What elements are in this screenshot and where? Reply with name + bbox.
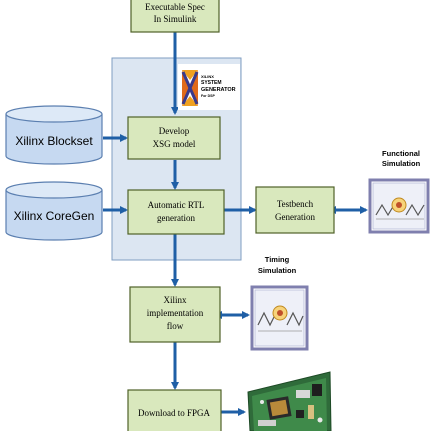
testbench-line-1: Testbench bbox=[277, 199, 314, 209]
spec-line-1: Executable Spec bbox=[145, 2, 205, 12]
rtl-line-1: Automatic RTL bbox=[148, 200, 205, 210]
develop-box: Develop XSG model bbox=[127, 116, 221, 160]
testbench-line-2: Generation bbox=[275, 212, 315, 222]
impl-line-1: Xilinx bbox=[163, 295, 187, 305]
impl-line-2: implementation bbox=[147, 308, 204, 318]
testbench-box: Testbench Generation bbox=[255, 186, 335, 234]
develop-line-1: Develop bbox=[159, 126, 190, 136]
blockset-label: Xilinx Blockset bbox=[15, 134, 93, 148]
implementation-box: Xilinx implementation flow bbox=[129, 286, 221, 343]
timing-caption-line-1: Timing bbox=[265, 255, 290, 264]
logo-line-3: GENERATOR bbox=[201, 87, 236, 93]
functional-caption-line-1: Functional bbox=[382, 149, 420, 158]
logo-line-1: XILINX bbox=[201, 74, 214, 79]
timing-simulation-icon bbox=[250, 285, 309, 351]
xilinx-blockset-cylinder: Xilinx Blockset bbox=[5, 105, 103, 165]
fpga-board-image bbox=[247, 371, 332, 431]
download-label: Download to FPGA bbox=[138, 408, 211, 418]
impl-line-3: flow bbox=[167, 321, 184, 331]
logo-line-2: SYSTEM bbox=[201, 80, 222, 86]
logo-line-4: For DSP bbox=[201, 94, 215, 98]
timing-caption-line-2: Simulation bbox=[258, 266, 297, 275]
functional-caption-line-2: Simulation bbox=[382, 159, 421, 168]
spec-box: Executable Spec In Simulink bbox=[130, 0, 220, 33]
xilinx-coregen-cylinder: Xilinx CoreGen bbox=[5, 181, 103, 241]
functional-simulation-icon bbox=[368, 178, 430, 234]
coregen-label: Xilinx CoreGen bbox=[14, 209, 95, 223]
rtl-box: Automatic RTL generation bbox=[127, 189, 225, 235]
system-generator-logo: XILINX SYSTEM GENERATOR For DSP bbox=[178, 64, 240, 110]
develop-line-2: XSG model bbox=[153, 139, 196, 149]
rtl-line-2: generation bbox=[157, 213, 195, 223]
spec-line-2: In Simulink bbox=[154, 14, 197, 24]
download-box: Download to FPGA bbox=[127, 389, 222, 431]
